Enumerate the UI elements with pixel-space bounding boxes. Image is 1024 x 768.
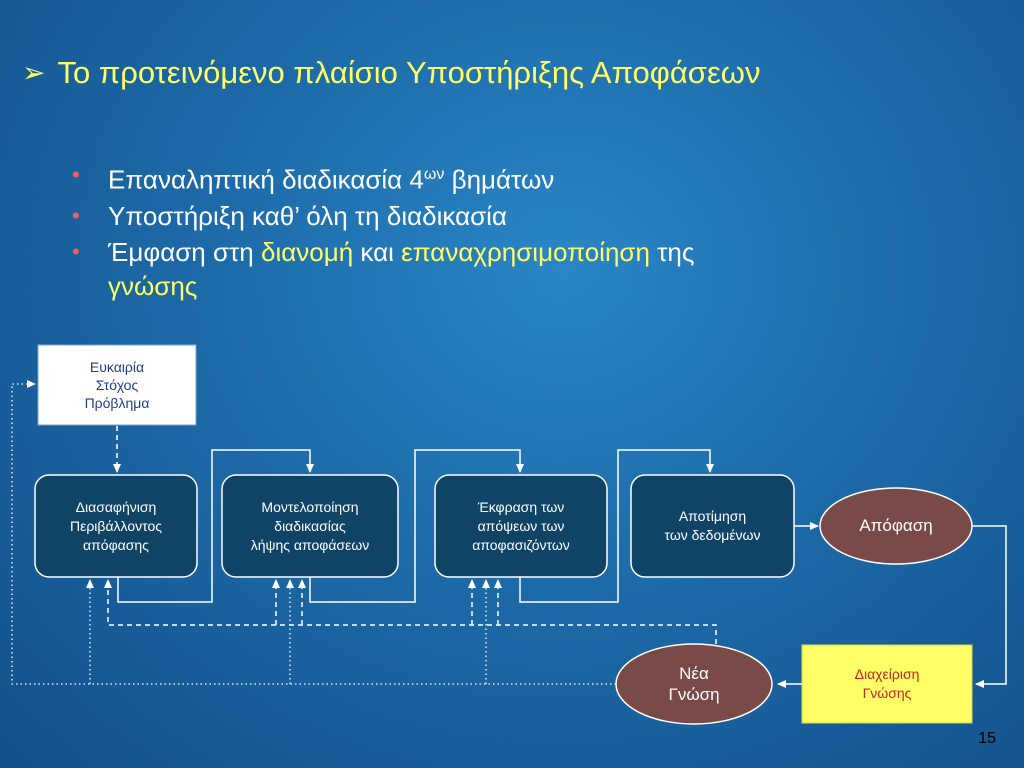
dotted-feedback-lines xyxy=(11,380,616,685)
bullet-3-text: Έμφαση στη διανομή και επαναχρησιμοποίησ… xyxy=(108,235,694,303)
step1-box xyxy=(34,474,198,578)
bullet-dot-icon: • xyxy=(72,162,80,187)
connector-step3-to-step4 xyxy=(519,449,714,603)
bullet-item-2: • Υποστήριξη καθ’ όλη τη διαδικασία xyxy=(72,199,972,233)
new-knowledge-ellipse xyxy=(615,643,773,725)
page-number: 15 xyxy=(978,730,996,747)
step4-box xyxy=(630,474,795,578)
connector-step2-to-step3 xyxy=(309,449,524,603)
dashed-feedback-lines xyxy=(104,579,717,644)
bullet-3-mid: και xyxy=(353,236,402,267)
bullet-2-text: Υποστήριξη καθ’ όλη τη διαδικασία xyxy=(108,200,507,231)
step2-box xyxy=(221,474,399,578)
bullet-item-3: • Έμφαση στη διανομή και επαναχρησιμοποί… xyxy=(72,235,972,303)
bullet-3-highlight-reuse: επαναχρησιμοποίηση xyxy=(401,236,650,267)
step3-box xyxy=(434,474,608,578)
bullet-1-main: Επαναληπτική διαδικασία 4 xyxy=(108,164,424,195)
bullet-dot-icon: • xyxy=(72,202,80,228)
arrow-bullet-icon: ➢ xyxy=(22,57,46,88)
bullet-3-highlight-knowledge: γνώσης xyxy=(108,270,198,301)
connector-decision-to-knowledge-mgmt xyxy=(972,525,1007,688)
title-row: ➢ Το προτεινόμενο πλαίσιο Υποστήριξης Απ… xyxy=(22,55,760,91)
decision-ellipse xyxy=(819,487,973,565)
connector-step1-to-step2 xyxy=(117,449,314,603)
bullet-1-sup: ων xyxy=(423,166,445,183)
bullet-list: • Επαναληπτική διαδικασία 4ων βημάτων • … xyxy=(72,158,972,305)
bullet-3-highlight-distribution: διανομή xyxy=(261,236,354,267)
bullet-1-after: βημάτων xyxy=(444,164,555,195)
bullet-dot-icon: • xyxy=(72,238,80,264)
bullet-3-post: της xyxy=(649,236,695,267)
bullet-item-1: • Επαναληπτική διαδικασία 4ων βημάτων xyxy=(72,158,972,197)
bullet-1-text: Επαναληπτική διαδικασία 4ων βημάτων xyxy=(108,158,554,197)
knowledge-mgmt-box xyxy=(801,644,973,724)
slide-title: Το προτεινόμενο πλαίσιο Υποστήριξης Αποφ… xyxy=(57,55,761,90)
bullet-3-pre: Έμφαση στη xyxy=(108,236,261,267)
opportunity-box xyxy=(37,344,197,426)
